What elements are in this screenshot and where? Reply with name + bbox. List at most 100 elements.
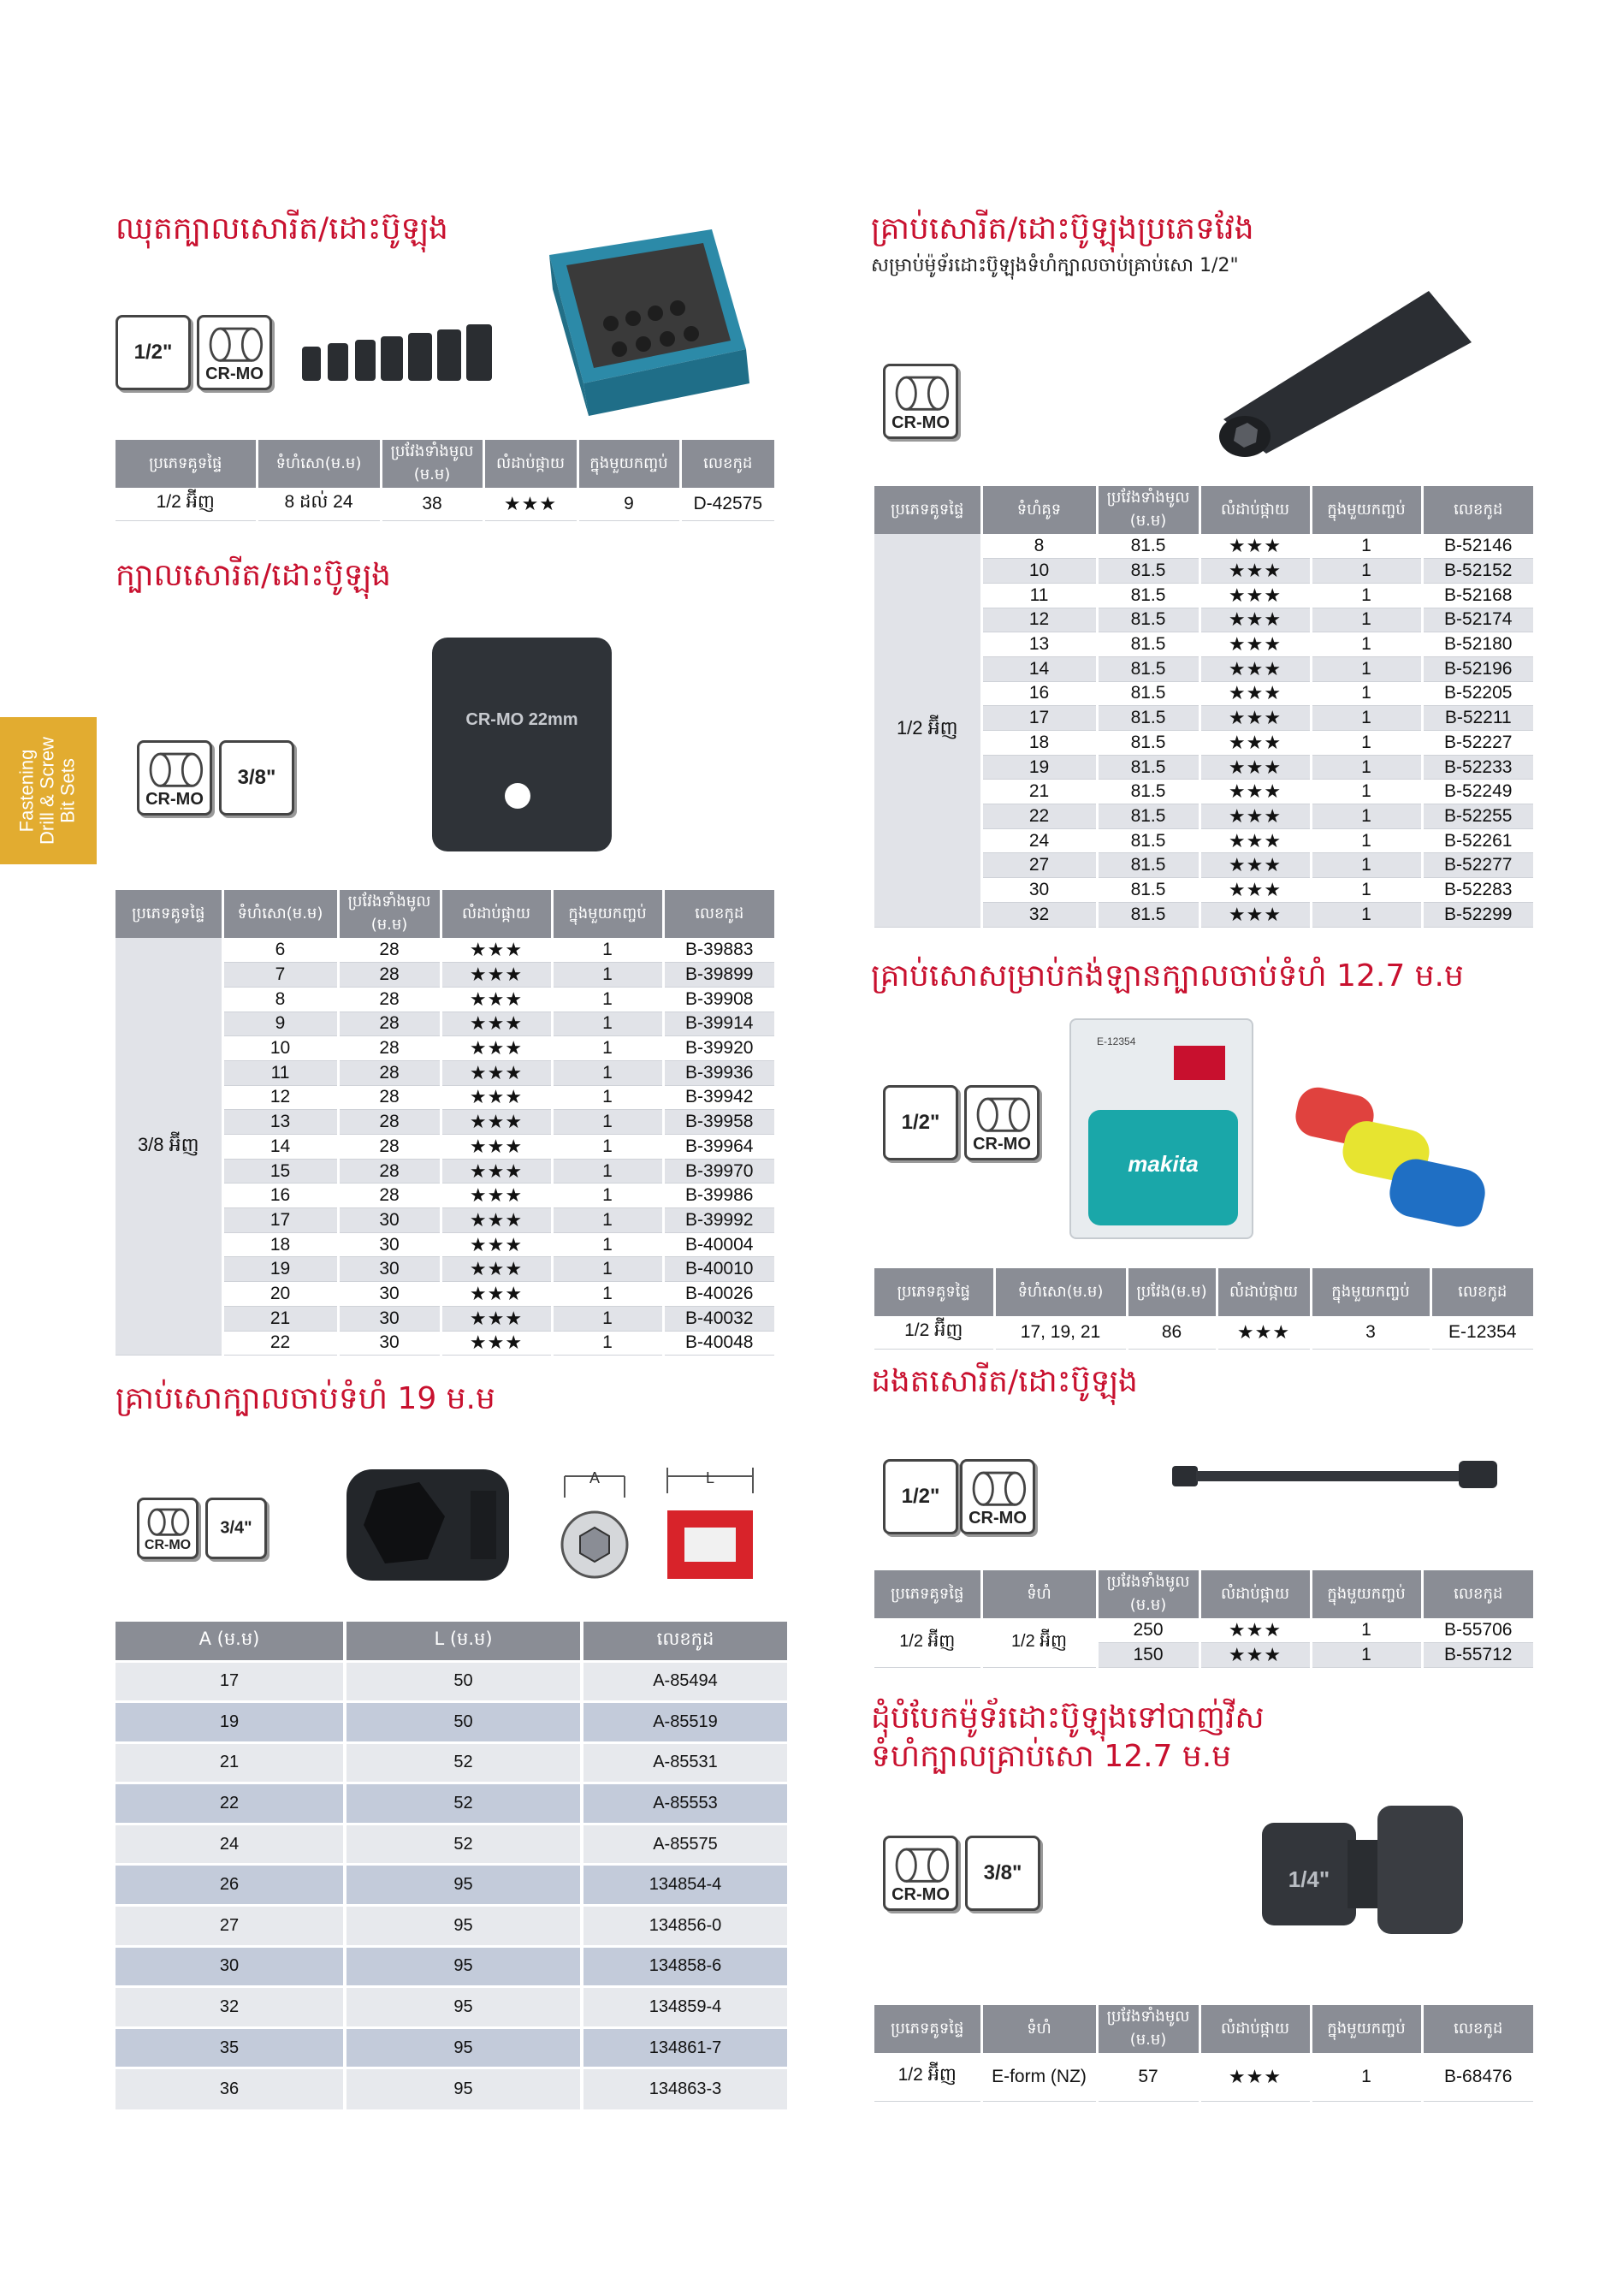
table-cell: A-85531 (582, 1741, 787, 1783)
table-cell: 134856-0 (582, 1904, 787, 1947)
table-cell: 35 (116, 2026, 347, 2068)
table-cell: ★★★ (441, 962, 554, 988)
col-header: ក្នុងមួយកញ្ចប់ (1311, 1570, 1424, 1618)
table-cell: 22 (116, 1782, 347, 1824)
table-cell: 14 (981, 656, 1099, 682)
table-cell: 20 (222, 1281, 340, 1307)
section-title: គ្រាប់សោក្បាលចាប់ទំហំ 19 ម.ម (116, 1381, 495, 1416)
table-cell: 1 (1311, 608, 1424, 632)
table-cell: 1 (1311, 583, 1424, 608)
table-cell: 28 (338, 987, 442, 1012)
table-cell: 30 (338, 1232, 442, 1257)
col-header: ទំហំ (981, 2005, 1099, 2053)
wheel-socket-section: គ្រាប់សោសម្រាប់កង់ឡានក្បាលចាប់ទំហំ 12.7 … (871, 957, 1464, 995)
table-cell: 14 (222, 1134, 340, 1160)
table-cell: 81.5 (1097, 656, 1201, 682)
long-socket-section: គ្រាប់សោរីត/ដោះប៊ូឡុងប្រភេទវែង សម្រាប់ម៉… (871, 210, 1254, 281)
table-cell: 95 (345, 2026, 583, 2068)
table-cell: 15 (222, 1159, 340, 1184)
col-header: ប្រវែង(ម.ម) (1127, 1268, 1218, 1316)
table-cell: 10 (981, 558, 1099, 584)
table-cell: 134858-6 (582, 1944, 787, 1987)
table-cell: 81.5 (1097, 558, 1201, 584)
three-quarters-badge: 3/4" (205, 1498, 267, 1559)
three-eighths-badge: 3/8" (219, 740, 294, 816)
table-cell: ★★★ (1199, 632, 1312, 657)
table-cell: 8 (222, 987, 340, 1012)
adapter-section: ដុំបំបែកម៉ូទ័រដោះប៊ូឡុងទៅបាញ់វីស ទំហំក្ប… (871, 1699, 1265, 1776)
table-cell: ★★★ (1199, 730, 1312, 756)
table-cell: 52 (345, 1782, 583, 1824)
table-cell: 36 (116, 2067, 347, 2109)
section-title-line2: ទំហំក្បាលគ្រាប់សោ 12.7 ម.ម (871, 1739, 1232, 1774)
socket-case-image (549, 229, 749, 416)
table-cell: ★★★ (1199, 534, 1312, 559)
table-cell: 28 (338, 962, 442, 988)
table-cell: 28 (338, 1159, 442, 1184)
table-cell: 28 (338, 1060, 442, 1086)
col-header: ក្នុងមួយកញ្ចប់ (1311, 486, 1424, 534)
wheel-socket-table: ប្រភេទគូទផ្ទៃ ទំហំសោ(ម.ម) ប្រវែង(ម.ម) លំ… (874, 1268, 1533, 1350)
long-socket-image (1219, 291, 1472, 457)
table-cell: 1 (552, 1085, 665, 1110)
table-cell: 1 (552, 1012, 665, 1036)
colored-sockets-image (1295, 1087, 1485, 1227)
table-cell: B-52146 (1422, 534, 1533, 559)
side-tab-line2: Drill & Screw (36, 737, 58, 845)
section-title: ឈុតក្បាលសោរីត/ដោះប៊ូឡុង (116, 211, 448, 246)
table-cell: ★★★ (1199, 583, 1312, 608)
table-cell: 12 (222, 1085, 340, 1110)
table-cell: ★★★ (441, 1109, 554, 1135)
table-cell: 11 (981, 583, 1099, 608)
table-cell: B-52233 (1422, 755, 1533, 780)
table-cell: 1 (552, 1035, 665, 1061)
table-cell: ★★★ (441, 1060, 554, 1086)
table-cell: 30 (338, 1306, 442, 1331)
crmo-badge: CR-MO (960, 1459, 1035, 1534)
table-cell: A-85553 (582, 1782, 787, 1824)
table-cell: 22 (981, 804, 1099, 829)
col-header: ប្រភេទគូទផ្ទៃ (874, 2005, 983, 2053)
col-header: ប្រវែងទាំងមូល (ម.ម) (338, 890, 442, 938)
table-cell: B-52205 (1422, 681, 1533, 706)
col-header: លំដាប់ផ្កាយ (1217, 1268, 1312, 1316)
table-cell: B-52227 (1422, 730, 1533, 756)
dim-l-label: L (706, 1469, 714, 1486)
table-cell: 95 (345, 1904, 583, 1947)
table-cell: 81.5 (1097, 534, 1201, 559)
table-cell: B-52168 (1422, 583, 1533, 608)
socket-19-section: គ្រាប់សោក្បាលចាប់ទំហំ 19 ម.ម (116, 1379, 495, 1418)
table-cell: 134854-4 (582, 1863, 787, 1906)
table-cell: B-52152 (1422, 558, 1533, 584)
table-cell: 13 (222, 1109, 340, 1135)
socket-38-table: ប្រភេទគូទផ្ទៃ ទំហំសោ(ម.ម) ប្រវែងទាំងមូល … (116, 890, 774, 1356)
table-cell: 17 (116, 1659, 347, 1702)
table-cell: ★★★ (441, 1232, 554, 1257)
table-cell: 1 (552, 1060, 665, 1086)
table-cell: 22 (222, 1331, 340, 1356)
table-cell: 1 (552, 1232, 665, 1257)
table-cell: B-39958 (663, 1109, 774, 1135)
table-cell: 28 (338, 1134, 442, 1160)
socket-38-section: ក្បាលសោរីត/ដោះប៊ូឡុង (116, 556, 391, 595)
adapter-size-label: 1/4" (1288, 1866, 1330, 1892)
table-cell: 81.5 (1097, 681, 1201, 706)
col-header: ប្រវែងទាំងមូល (ម.ម) (1097, 2005, 1201, 2053)
side-tab-line1: Fastening (15, 749, 38, 833)
table-cell: B-52174 (1422, 608, 1533, 632)
table-cell: B-39992 (663, 1207, 774, 1233)
table-cell: 81.5 (1097, 755, 1201, 780)
crmo-badge: CR-MO (137, 740, 212, 816)
